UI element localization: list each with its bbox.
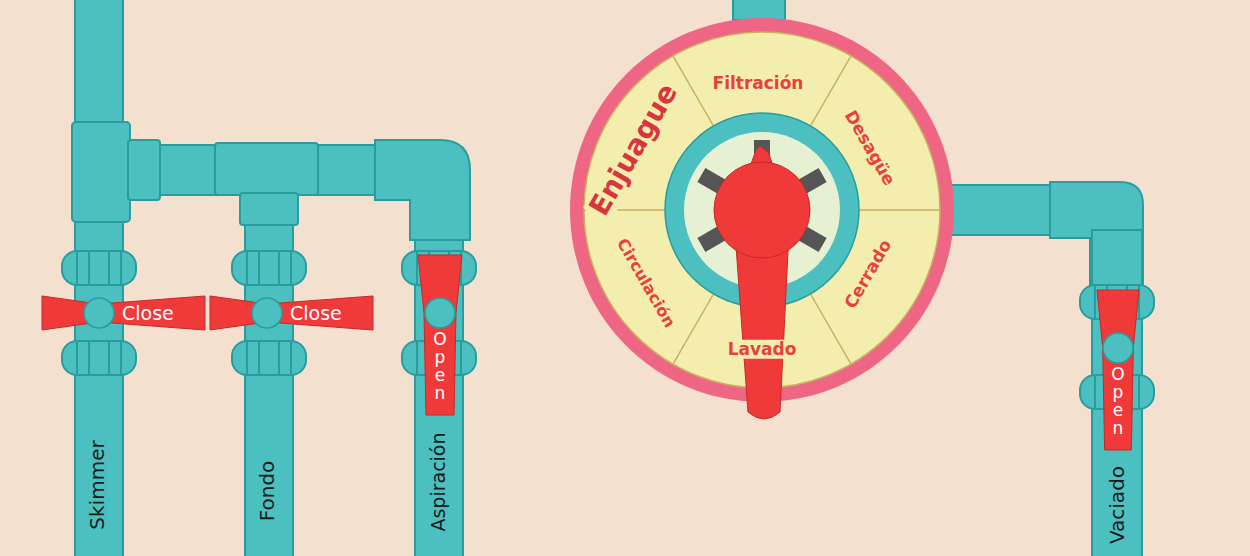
valve-handle: Open <box>1097 290 1139 450</box>
handle-body <box>1097 290 1139 450</box>
pipes <box>128 140 160 200</box>
union-nut <box>62 251 136 285</box>
sector-divider <box>673 294 714 364</box>
selector-lever <box>735 232 789 419</box>
valve-state: Open <box>1110 366 1127 437</box>
union-nut <box>232 251 306 285</box>
valve-handle: Close <box>42 295 205 331</box>
pipes <box>215 143 318 195</box>
sector-divider <box>859 209 940 211</box>
pipe-label: Aspiración <box>428 432 449 531</box>
pipes <box>72 0 1143 556</box>
valve-state: Close <box>290 303 342 324</box>
valve-state: Close <box>122 303 174 324</box>
valve-stem <box>425 298 455 328</box>
pipes <box>733 0 785 20</box>
selector-dial <box>570 18 954 419</box>
pipe-label: Fondo <box>256 461 278 522</box>
selector-dial <box>570 18 954 402</box>
union-nut <box>232 341 306 375</box>
selector-lever <box>714 162 810 258</box>
selector-lever <box>714 146 810 419</box>
pipe-label: Vaciado <box>1106 466 1128 544</box>
valve-handle: Close <box>210 295 373 331</box>
union-nut <box>62 341 136 375</box>
valve-stem <box>252 298 282 328</box>
pipes <box>375 140 470 240</box>
pipes <box>72 122 130 222</box>
dial-position-label: Lavado <box>725 340 800 359</box>
valve-stem <box>1103 333 1133 363</box>
dial-position-label: Filtración <box>710 74 807 93</box>
valve-stem <box>84 298 114 328</box>
pipe-label: Skimmer <box>86 440 108 529</box>
handle-body <box>42 296 205 330</box>
valve-state: Open <box>432 331 449 402</box>
handle-body <box>210 296 373 330</box>
handle-body <box>418 255 462 415</box>
valve-handle: Open <box>418 255 462 415</box>
pipes <box>240 193 298 225</box>
